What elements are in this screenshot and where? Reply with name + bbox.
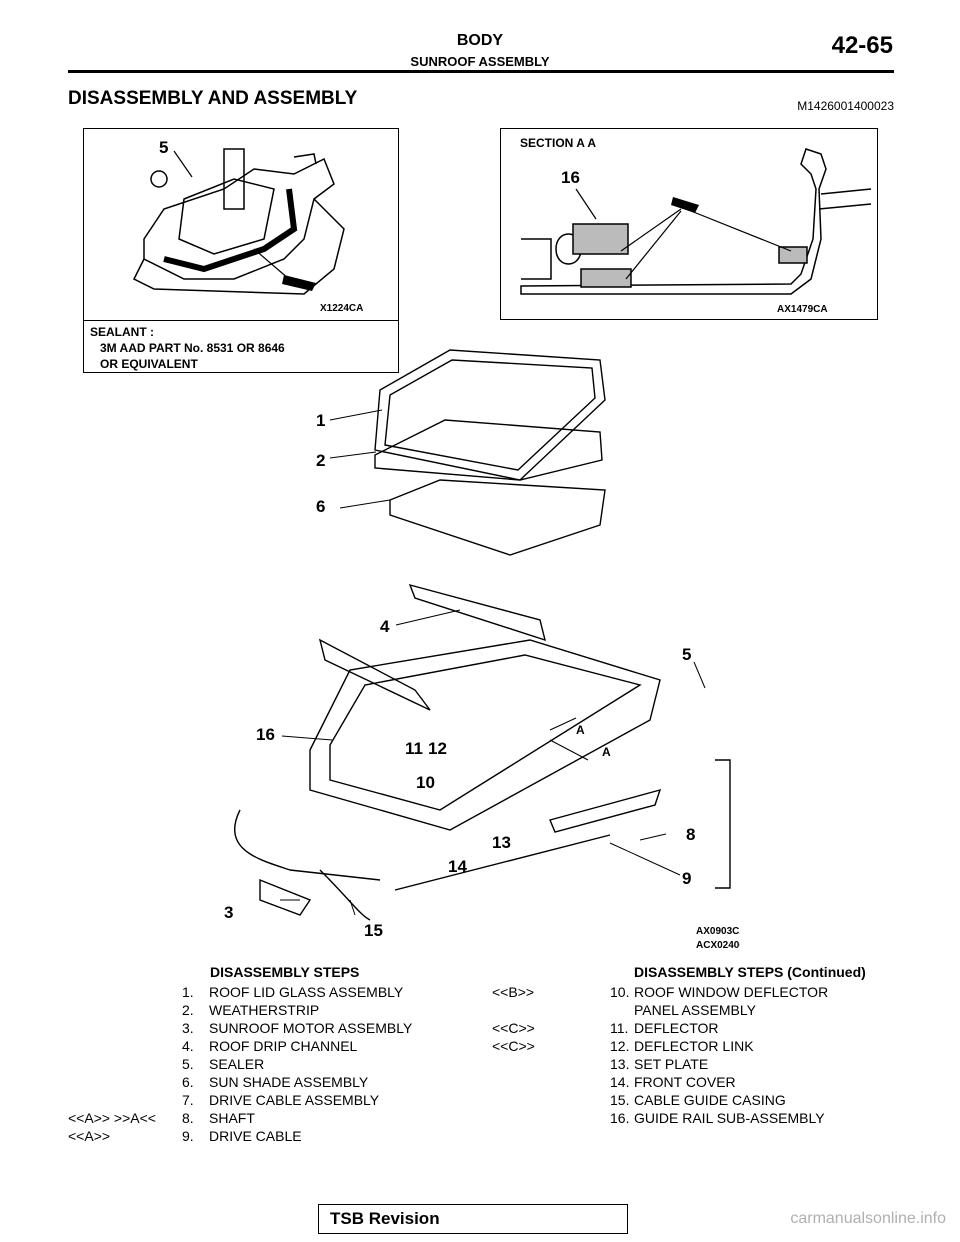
header-rule	[68, 70, 894, 73]
list-item: 4. ROOF DRIP CHANNEL	[182, 1038, 358, 1054]
tsb-revision-label: TSB Revision	[330, 1209, 440, 1228]
list-item: 5. SEALER	[182, 1056, 265, 1072]
list-item: <<A>> 9. DRIVE CABLE	[68, 1128, 302, 1144]
callout-11: 11	[405, 739, 423, 758]
list-item: 16. GUIDE RAIL SUB-ASSEMBLY	[610, 1110, 825, 1126]
sunroof-exploded-view: 1 2 6 4 5 16 11 12 10 13 14 15 3 7 8 9 A…	[224, 349, 740, 951]
steps-left-list: 1. ROOF LID GLASS ASSEMBLY 2. WEATHERSTR…	[68, 983, 468, 1145]
callout-9: 9	[682, 869, 691, 888]
list-item: <<B>> 10. ROOF WINDOW DEFLECTOR PANEL AS…	[492, 984, 829, 1018]
page-number: 42-65	[831, 32, 893, 59]
sealant-divider	[83, 320, 399, 321]
list-item: <<C>> 11. DEFLECTOR	[492, 1020, 719, 1036]
callout-5-left: 5	[159, 138, 168, 157]
list-item: 2. WEATHERSTRIP	[182, 1002, 320, 1018]
list-item: 6. SUN SHADE ASSEMBLY	[182, 1074, 369, 1090]
header-title: BODY	[456, 32, 504, 49]
callout-1: 1	[316, 411, 325, 430]
steps-continued-heading: DISASSEMBLY STEPS (Continued)	[634, 964, 866, 980]
callout-8: 8	[686, 825, 695, 844]
image-code-right: AX1479CA	[777, 304, 828, 315]
callout-16: 16	[256, 725, 275, 744]
list-item: 3. SUNROOF MOTOR ASSEMBLY	[182, 1020, 413, 1036]
arrow-a-1: A	[576, 723, 585, 737]
callout-10: 10	[416, 773, 435, 792]
list-item: 13. SET PLATE	[610, 1056, 709, 1072]
tsb-revision-box	[318, 1204, 628, 1234]
steps-heading: DISASSEMBLY STEPS	[210, 964, 360, 980]
list-item: 1. ROOF LID GLASS ASSEMBLY	[182, 984, 404, 1000]
document-code: M1426001400023	[797, 99, 894, 113]
section-title: DISASSEMBLY AND ASSEMBLY	[68, 88, 358, 109]
image-code-left: X1224CA	[320, 303, 363, 314]
sealant-label: SEALANT :	[90, 325, 154, 339]
sealant-equivalent: OR EQUIVALENT	[100, 357, 198, 371]
section-aa-label: SECTION A A	[520, 136, 597, 150]
steps-right-list: <<B>> 10. ROOF WINDOW DEFLECTOR PANEL AS…	[492, 983, 892, 1127]
callout-2: 2	[316, 451, 325, 470]
callout-4: 4	[380, 617, 390, 636]
list-item: 14. FRONT COVER	[610, 1074, 736, 1090]
watermark: carmanualsonline.info	[790, 1210, 946, 1227]
section-aa-illustration: 16 AX1479CA	[520, 148, 872, 315]
section-aa-panel	[500, 128, 878, 320]
arrow-a-2: A	[602, 745, 611, 759]
callout-3: 3	[224, 903, 233, 922]
list-item: <<C>> 12. DEFLECTOR LINK	[492, 1038, 754, 1054]
callout-5: 5	[682, 645, 691, 664]
sealant-spec: 3M AAD PART No. 8531 OR 8646	[100, 341, 285, 355]
list-item: 7. DRIVE CABLE ASSEMBLY	[182, 1092, 380, 1108]
callout-15: 15	[364, 921, 383, 940]
list-item: <<A>> >>A<< 8. SHAFT	[68, 1110, 255, 1126]
sealer-illustration: 5 X1224CA	[132, 138, 363, 314]
callout-6: 6	[316, 497, 325, 516]
sealer-detail-panel	[83, 128, 399, 373]
callout-12: 12	[428, 739, 447, 758]
callout-16-section: 16	[561, 168, 580, 187]
callout-13: 13	[492, 833, 511, 852]
callout-14: 14	[448, 857, 467, 876]
header-subtitle: SUNROOF ASSEMBLY	[410, 54, 550, 69]
image-code-main-2: ACX02406 AB	[696, 940, 740, 951]
list-item: 15. CABLE GUIDE CASING	[610, 1092, 786, 1108]
